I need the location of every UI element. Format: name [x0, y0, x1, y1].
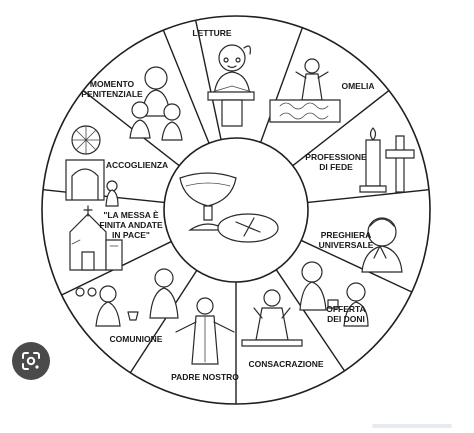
reader-at-lectern-illustration — [207, 44, 255, 127]
label-comunione: COMUNIONE — [110, 334, 163, 344]
label-line: MOMENTO — [90, 79, 135, 89]
label-line: FINITA ANDATE — [99, 220, 163, 230]
label-line: PROFESSIONE — [305, 152, 367, 162]
label-omelia: OMELIA — [341, 81, 374, 91]
segment-divider-8 — [129, 270, 198, 374]
chalice-icon — [179, 172, 237, 231]
label-line: OMELIA — [341, 81, 374, 91]
segment-divider-2 — [259, 27, 304, 143]
label-padre-nostro: PADRE NOSTRO — [171, 372, 239, 382]
welcome-illustration — [65, 125, 119, 207]
label-line: "LA MESSA È — [103, 210, 159, 220]
label-line: PREGHIERA — [321, 230, 372, 240]
segment-divider-11 — [82, 90, 180, 167]
segment-divider-5 — [300, 239, 413, 293]
google-lens-icon — [22, 352, 40, 370]
consecration-illustration — [241, 289, 303, 347]
inner-circle — [163, 137, 309, 283]
label-line: PADRE NOSTRO — [171, 372, 239, 382]
label-accoglienza: ACCOGLIENZA — [106, 160, 168, 170]
priest-homily-illustration — [269, 58, 341, 123]
label-line: CONSACRAZIONE — [248, 359, 323, 369]
penitential-family-illustration — [129, 66, 183, 141]
label-line: PENITENZIALE — [81, 89, 143, 99]
candle-and-cross-illustration — [359, 127, 415, 193]
label-line: OFFERTA — [326, 304, 366, 314]
segment-divider-6 — [275, 269, 346, 372]
offering-gifts-illustration — [299, 261, 369, 327]
label-line: DI FEDE — [319, 162, 353, 172]
label-letture: LETTURE — [192, 28, 232, 38]
lords-prayer-illustration — [175, 297, 235, 365]
segment-divider-12 — [162, 29, 210, 144]
label-line: IN PACE" — [112, 230, 150, 240]
praying-child-illustration — [361, 217, 403, 273]
segment-divider-4 — [307, 189, 430, 204]
label-line: COMUNIONE — [110, 334, 163, 344]
google-lens-button[interactable] — [12, 342, 50, 380]
scroll-hint-bar — [372, 424, 452, 428]
label-line: UNIVERSALE — [319, 240, 374, 250]
segment-divider-3 — [292, 90, 390, 167]
label-consacrazione: CONSACRAZIONE — [248, 359, 323, 369]
label-line: LETTURE — [192, 28, 232, 38]
label-line: ACCOGLIENZA — [106, 160, 168, 170]
label-line: DEI DONI — [327, 314, 365, 324]
segment-divider-1 — [194, 20, 222, 140]
church-illustration — [69, 205, 123, 271]
host-bread-icon — [217, 213, 279, 243]
communion-illustration — [75, 268, 179, 327]
